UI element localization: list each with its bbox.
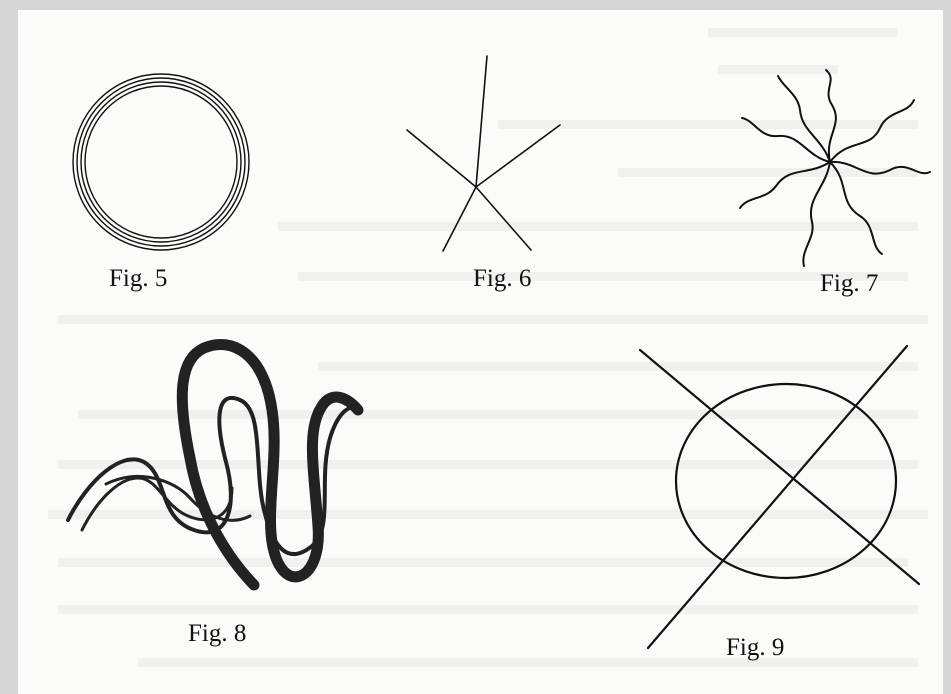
fig8-caption: Fig. 8: [188, 620, 246, 648]
fig8-tangled-curves: [68, 344, 358, 585]
fig6-six-ray-star: [407, 56, 560, 251]
fig7-wavy-ray-star: [740, 70, 930, 266]
fig5-caption: Fig. 5: [109, 265, 167, 293]
fig6-caption: Fig. 6: [473, 265, 531, 293]
fig9-caption: Fig. 9: [726, 634, 784, 662]
book-page: Fig. 5 Fig. 6 Fig. 7 Fig. 8 Fig. 9: [18, 10, 943, 694]
figures-canvas: [18, 10, 943, 694]
fig9-circle-with-crossing-lines: [640, 346, 919, 648]
fig7-caption: Fig. 7: [820, 270, 878, 298]
fig5-concentric-circles: [73, 74, 249, 250]
